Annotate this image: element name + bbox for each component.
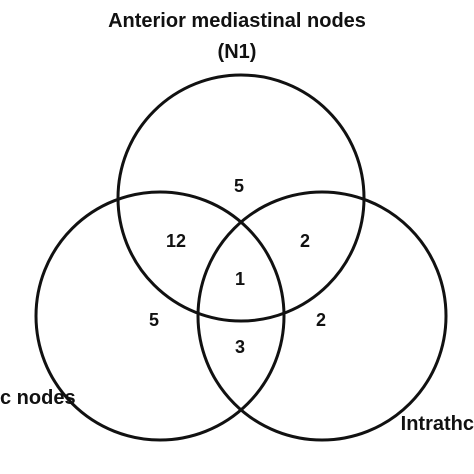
circle-left [34,190,286,442]
count-all-three: 1 [235,269,245,289]
count-left-only: 5 [149,310,159,330]
top-set-label-line1: Anterior mediastinal nodes [108,10,366,32]
count-top-right: 2 [300,231,310,251]
count-top-only: 5 [234,176,244,196]
count-right-only: 2 [316,310,326,330]
top-set-label-line2: (N1) [218,41,257,63]
count-top-left: 12 [166,231,186,251]
count-left-right: 3 [235,337,245,357]
left-set-label: c nodes [0,387,76,409]
right-set-label: Intrathc [401,413,474,435]
circle-right [196,190,448,442]
